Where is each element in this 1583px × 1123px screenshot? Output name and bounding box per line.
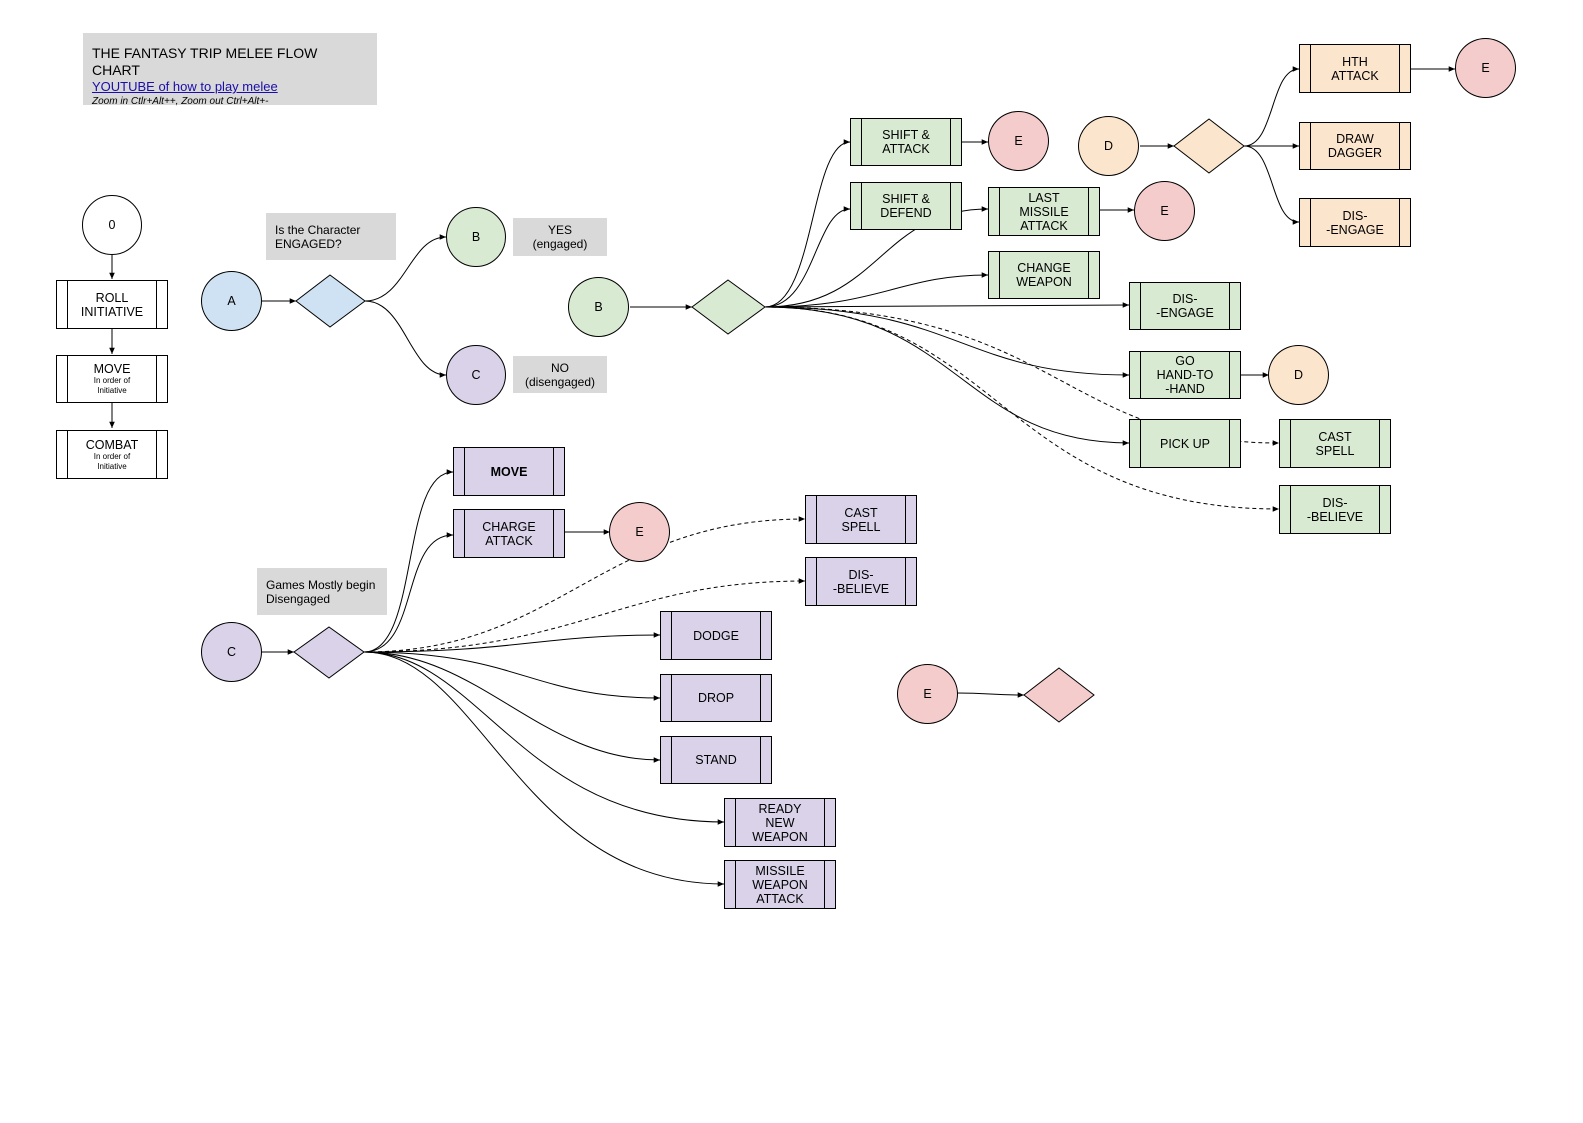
connector-e-label: E [923, 687, 932, 701]
connector-b-target-label: B [471, 230, 481, 244]
connector-e-shift-attack[interactable]: E [988, 111, 1049, 171]
connector-c-label: C [226, 645, 237, 659]
disengaged-cast-spell-box[interactable]: CAST SPELL [805, 495, 917, 544]
shift-attack-box[interactable]: SHIFT & ATTACK [850, 118, 962, 166]
disengaged-disbelieve-box[interactable]: DIS- -BELIEVE [805, 557, 917, 606]
shift-defend-label: SHIFT & DEFEND [880, 192, 932, 220]
shift-defend-box[interactable]: SHIFT & DEFEND [850, 182, 962, 230]
chart-title: THE FANTASY TRIP MELEE FLOW CHART [92, 45, 318, 78]
yes-engaged-note: YES (engaged) [513, 218, 607, 256]
connector-e-hth[interactable]: E [1455, 38, 1516, 98]
connector-e-label: E [1160, 204, 1169, 218]
pick-up-label: PICK UP [1159, 436, 1210, 451]
decision-diamond-a [295, 274, 366, 328]
disengaged-move-box[interactable]: MOVE [453, 447, 565, 496]
connector-b-label: B [594, 300, 603, 314]
engaged-disbelieve-box[interactable]: DIS- -BELIEVE [1279, 485, 1391, 534]
decision-diamond-e [1023, 667, 1095, 723]
title-box: THE FANTASY TRIP MELEE FLOW CHART YOUTUB… [83, 33, 377, 107]
disengaged-cast-spell-label: CAST SPELL [841, 505, 881, 534]
roll-initiative-label: ROLL INITIATIVE [80, 290, 144, 319]
move-phase-sub: In order of Initiative [93, 376, 131, 395]
ready-new-weapon-box[interactable]: READY NEW WEAPON [724, 798, 836, 847]
disengaged-move-label: MOVE [490, 464, 528, 479]
connector-b-target[interactable]: B [446, 207, 506, 267]
connector-c[interactable]: C [201, 622, 262, 682]
drop-label: DROP [697, 691, 735, 705]
connector-c-target-label: C [471, 368, 481, 382]
engaged-cast-spell-label: CAST SPELL [1315, 429, 1355, 458]
move-phase-label: MOVE [93, 362, 131, 376]
hth-attack-label: HTH ATTACK [1331, 54, 1379, 83]
connector-e-start[interactable]: E [897, 664, 958, 724]
hth-disengage-label: DIS- -ENGAGE [1326, 208, 1384, 237]
youtube-link[interactable]: YOUTUBE of how to play melee [92, 79, 278, 94]
go-hand-to-hand-box[interactable]: GO HAND-TO -HAND [1129, 351, 1241, 399]
drop-box[interactable]: DROP [660, 674, 772, 722]
games-begin-note: Games Mostly begin Disengaged [257, 568, 387, 615]
ready-new-weapon-label: READY NEW WEAPON [752, 801, 808, 844]
roll-initiative-box[interactable]: ROLL INITIATIVE [56, 280, 168, 329]
decision-diamond-b [691, 279, 766, 335]
stand-label: STAND [695, 753, 737, 767]
hth-attack-box[interactable]: HTH ATTACK [1299, 44, 1411, 93]
missile-weapon-attack-label: MISSILE WEAPON ATTACK [752, 863, 808, 906]
connector-a-label: A [227, 294, 236, 308]
combat-phase-sub: In order of Initiative [93, 451, 131, 471]
move-phase-box[interactable]: MOVE In order of Initiative [56, 355, 168, 403]
engaged-disbelieve-label: DIS- -BELIEVE [1306, 495, 1364, 524]
no-disengaged-note: NO (disengaged) [513, 356, 607, 393]
draw-dagger-box[interactable]: DRAW DAGGER [1299, 122, 1411, 170]
go-hand-to-hand-label: GO HAND-TO -HAND [1156, 354, 1214, 396]
engaged-disengage-box[interactable]: DIS- -ENGAGE [1129, 282, 1241, 330]
connector-e-label: E [635, 525, 644, 539]
start-label: 0 [108, 218, 116, 232]
charge-attack-label: CHARGE ATTACK [482, 519, 536, 548]
engaged-cast-spell-box[interactable]: CAST SPELL [1279, 419, 1391, 468]
shift-attack-label: SHIFT & ATTACK [882, 128, 930, 156]
decision-diamond-c [293, 626, 365, 679]
missile-weapon-attack-box[interactable]: MISSILE WEAPON ATTACK [724, 860, 836, 909]
pick-up-box[interactable]: PICK UP [1129, 419, 1241, 468]
connector-e-label: E [1481, 61, 1490, 75]
change-weapon-box[interactable]: CHANGE WEAPON [988, 251, 1100, 299]
connector-e-missile[interactable]: E [1134, 181, 1195, 241]
zoom-note: Zoom in Ctlr+Alt++, Zoom out Ctrl+Alt+- [92, 96, 269, 107]
connector-e-charge[interactable]: E [609, 502, 670, 562]
connector-c-target[interactable]: C [446, 345, 506, 405]
dodge-label: DODGE [693, 628, 739, 643]
connector-d-target[interactable]: D [1268, 345, 1329, 405]
draw-dagger-label: DRAW DAGGER [1327, 132, 1383, 160]
change-weapon-label: CHANGE WEAPON [1016, 261, 1072, 289]
disengaged-disbelieve-label: DIS- -BELIEVE [832, 567, 890, 596]
connector-d-label: D [1103, 139, 1114, 153]
stand-box[interactable]: STAND [660, 736, 772, 784]
connector-d-target-label: D [1293, 368, 1304, 382]
last-missile-attack-label: LAST MISSILE ATTACK [1019, 190, 1069, 233]
start-circle[interactable]: 0 [82, 195, 142, 255]
engaged-disengage-label: DIS- -ENGAGE [1156, 292, 1214, 320]
charge-attack-box[interactable]: CHARGE ATTACK [453, 509, 565, 558]
combat-phase-box[interactable]: COMBAT In order of Initiative [56, 430, 168, 479]
connector-b[interactable]: B [568, 277, 629, 337]
connector-d[interactable]: D [1078, 116, 1139, 176]
last-missile-attack-box[interactable]: LAST MISSILE ATTACK [988, 187, 1100, 236]
dodge-box[interactable]: DODGE [660, 611, 772, 660]
decision-diamond-d [1173, 118, 1245, 174]
connector-a[interactable]: A [201, 271, 262, 331]
connector-e-label: E [1014, 134, 1023, 148]
hth-disengage-box[interactable]: DIS- -ENGAGE [1299, 198, 1411, 247]
combat-phase-label: COMBAT [85, 437, 139, 452]
engaged-question-note: Is the Character ENGAGED? [266, 213, 396, 260]
